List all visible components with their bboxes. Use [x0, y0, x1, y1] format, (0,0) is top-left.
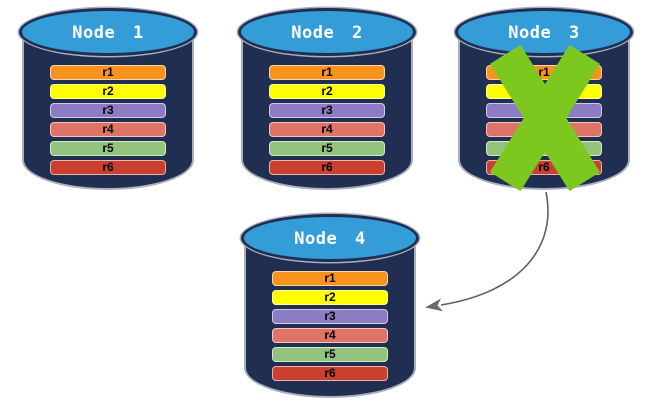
node-2-row-r5: r5	[269, 141, 385, 156]
node-4-rows: r1 r2 r3 r4 r5 r6	[272, 271, 388, 385]
node-1-cylinder-top: Node 1	[19, 8, 197, 56]
node-1-rows: r1 r2 r3 r4 r5 r6	[50, 65, 166, 179]
node-4-row-r3: r3	[272, 309, 388, 324]
failover-arrow-path	[425, 191, 549, 312]
node-2-row-r6: r6	[269, 160, 385, 175]
node-1-row-r5: r5	[50, 141, 166, 156]
node-4-row-r5: r5	[272, 347, 388, 362]
node-3: Node 3 r1 r2 r3 r4 r5 r6	[455, 8, 633, 192]
node-1-row-r6: r6	[50, 160, 166, 175]
node-1-row-r4: r4	[50, 122, 166, 137]
node-2: Node 2 r1 r2 r3 r4 r5 r6	[238, 8, 416, 190]
node-4-row-r2: r2	[272, 290, 388, 305]
node-2-row-r4: r4	[269, 122, 385, 137]
node-3-title: Node 3	[508, 22, 580, 43]
node-2-title: Node 2	[291, 22, 363, 43]
node-2-cylinder-top: Node 2	[238, 8, 416, 56]
failure-x-icon	[489, 44, 601, 192]
node-3-cylinder-top: Node 3	[455, 8, 633, 56]
node-1-row-r1: r1	[50, 65, 166, 80]
node-1-title: Node 1	[72, 22, 144, 43]
node-4-row-r1: r1	[272, 271, 388, 286]
node-1-row-r3: r3	[50, 103, 166, 118]
node-2-rows: r1 r2 r3 r4 r5 r6	[269, 65, 385, 179]
node-4-title: Node 4	[294, 228, 366, 249]
node-2-row-r2: r2	[269, 84, 385, 99]
node-1-row-r2: r2	[50, 84, 166, 99]
node-4-row-r4: r4	[272, 328, 388, 343]
node-4-row-r6: r6	[272, 366, 388, 381]
node-4-cylinder-top: Node 4	[241, 214, 419, 262]
node-2-row-r1: r1	[269, 65, 385, 80]
node-1: Node 1 r1 r2 r3 r4 r5 r6	[19, 8, 197, 190]
node-2-row-r3: r3	[269, 103, 385, 118]
node-4: Node 4 r1 r2 r3 r4 r5 r6	[241, 214, 419, 398]
